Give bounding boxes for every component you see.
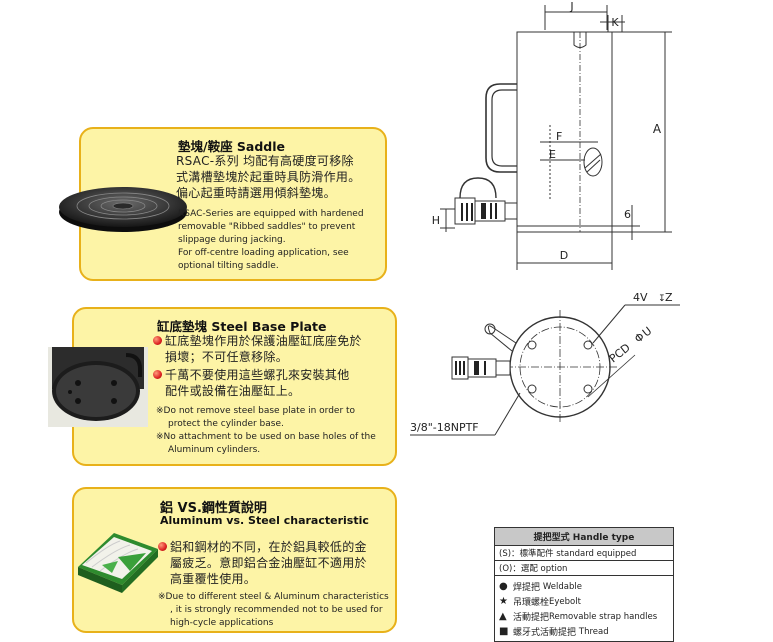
npt-label: 3/8"-18NPTF — [410, 421, 479, 434]
handle-item-weldable: ● 焊提把 Weldable — [499, 581, 582, 593]
base-plate-bullets: 缸底墊塊作用於保護油壓缸底座免於 損壞；不可任意移除。 千萬不要使用這些螺孔來安… — [153, 333, 393, 399]
dim-d-label: D — [560, 249, 568, 262]
dim-6-label: 6 — [624, 208, 631, 221]
depth-icon: ↧ — [658, 294, 666, 304]
handle-type-option: (O)：選配 option — [495, 561, 673, 576]
handle-type-header: 提把型式 Handle type — [495, 528, 673, 546]
cylinder-top-drawing: 4V ↧ Z PCD Φ U 3/8"-18NPTF — [410, 291, 680, 436]
base-plate-title: 缸底墊塊 Steel Base Plate — [157, 319, 327, 334]
square-icon: ■ — [499, 626, 509, 637]
handle-item-thread: ■ 螺牙式活動提把 Thread — [499, 626, 609, 638]
alu-steel-bullet: 鋁和鋼材的不同，在於鋁具較低的金 屬疲乏。意即鋁合金油壓缸不適用於 高重覆性使用… — [158, 539, 394, 587]
cylinder-base-image — [48, 347, 148, 427]
saddle-image — [59, 187, 187, 232]
alu-steel-subtitle: Aluminum vs. Steel characteristic — [160, 514, 369, 527]
alu-steel-title: 鋁 VS.鋼性質說明 — [160, 501, 267, 516]
bullet-icon — [153, 370, 162, 379]
cylinder-side-drawing: J K A F E H 6 D — [432, 0, 672, 270]
alu-steel-notes: ※Due to different steel & Aluminum chara… — [158, 592, 389, 628]
bullet-icon — [153, 336, 162, 345]
base-plate-notes: ※Do not remove steel base plate in order… — [156, 406, 376, 455]
triangle-icon: ▲ — [499, 611, 507, 622]
book-icon — [78, 533, 158, 593]
dim-f-label: F — [556, 130, 562, 143]
star-icon: ★ — [499, 596, 508, 607]
pcd-label: PCD — [607, 341, 633, 365]
handle-type-standard: (S)：標準配件 standard equipped — [495, 546, 673, 561]
dim-a-label: A — [653, 122, 662, 136]
dim-z-label: Z — [665, 291, 673, 304]
saddle-title: 墊塊/鞍座 Saddle — [178, 139, 286, 154]
dim-e-label: E — [549, 148, 556, 161]
handle-type-table: 提把型式 Handle type (S)：標準配件 standard equip… — [494, 527, 674, 642]
circle-icon: ● — [499, 581, 508, 592]
dim-h-label: H — [432, 214, 440, 227]
saddle-zh-text: RSAC-系列 均配有高硬度可移除 式溝槽墊塊於起重時具防滑作用。 偏心起重時請… — [176, 154, 361, 200]
saddle-en-text: RSAC-Series are equipped with hardened r… — [178, 209, 364, 271]
dim-k-label: K — [611, 16, 619, 29]
dim-4v-label: 4V — [633, 291, 648, 304]
bullet-icon — [158, 542, 167, 551]
dim-j-label: J — [569, 0, 573, 13]
